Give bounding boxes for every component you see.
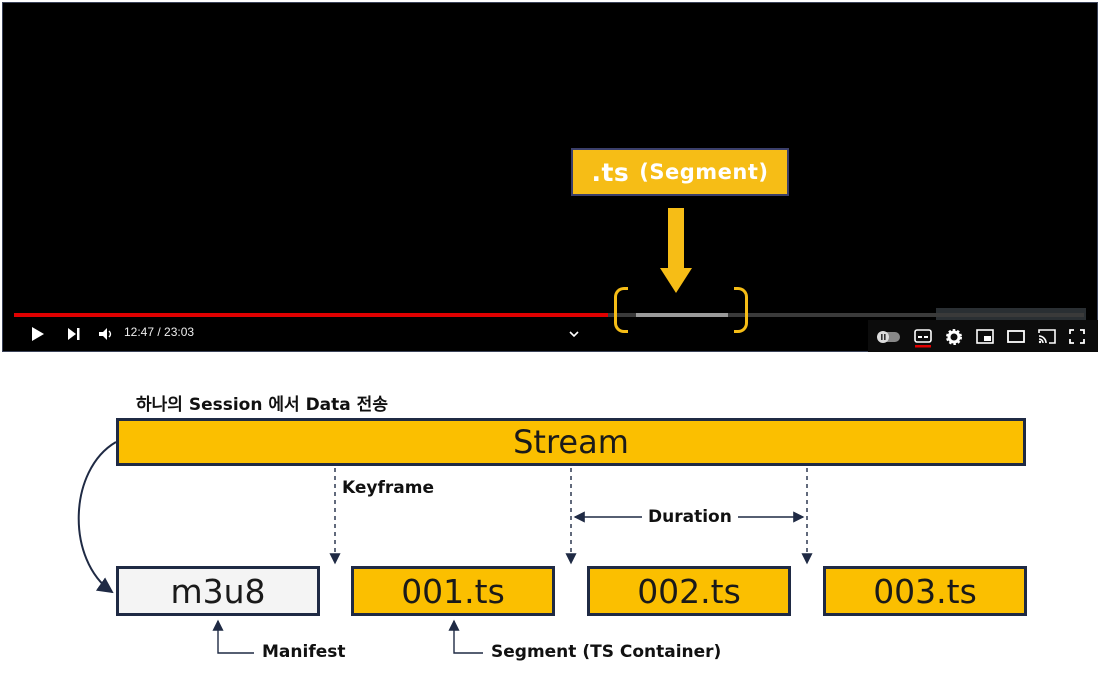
miniplayer-icon[interactable]	[976, 329, 994, 344]
cast-icon[interactable]	[1038, 329, 1056, 344]
next-icon	[68, 328, 80, 340]
keyframe-label: Keyframe	[342, 478, 434, 498]
video-player[interactable]	[2, 2, 1098, 352]
subtitles-icon[interactable]	[914, 329, 932, 348]
segment-pointer	[448, 619, 483, 654]
ts-segment-callout: .ts (Segment)	[571, 148, 789, 196]
chevron-down-icon	[569, 331, 579, 338]
segment-box-label: 002.ts	[637, 571, 741, 611]
manifest-pointer	[212, 619, 254, 654]
fullscreen-icon[interactable]	[1069, 329, 1085, 344]
autoplay-toggle[interactable]	[877, 331, 900, 343]
chapter-chevron-button[interactable]	[566, 323, 582, 345]
manifest-box: m3u8	[116, 566, 320, 616]
callout-sub: (Segment)	[639, 160, 769, 184]
segment-box-label: 003.ts	[873, 571, 977, 611]
theater-icon[interactable]	[1007, 330, 1025, 343]
progress-buffer	[636, 313, 728, 317]
stream-label: Stream	[513, 423, 629, 461]
stream-bar: Stream	[116, 418, 1026, 466]
session-caption: 하나의 Session 에서 Data 전송	[136, 395, 388, 415]
right-controls	[868, 320, 1098, 352]
segment-bracket-left	[614, 287, 628, 333]
duration-label: Duration	[644, 507, 736, 527]
manifest-box-label: m3u8	[170, 571, 266, 611]
time-display: 12:47 / 23:03	[124, 325, 195, 339]
right-controls-icons	[877, 329, 1085, 348]
stream-to-manifest-arrow	[77, 441, 117, 594]
segment-box-003: 003.ts	[823, 566, 1027, 616]
gear-icon[interactable]	[946, 329, 962, 345]
mute-button[interactable]	[94, 323, 116, 345]
segment-bracket-right	[734, 287, 748, 333]
segment-label: Segment (TS Container)	[491, 642, 722, 662]
progress-played	[14, 313, 608, 317]
manifest-label: Manifest	[262, 642, 346, 662]
segment-box-002: 002.ts	[587, 566, 791, 616]
segment-box-001: 001.ts	[351, 566, 555, 616]
callout-down-arrow	[660, 208, 692, 293]
play-button[interactable]	[26, 323, 48, 345]
play-icon	[32, 327, 44, 341]
callout-arrow-layer	[660, 208, 692, 293]
callout-main: .ts	[591, 157, 630, 187]
segment-box-label: 001.ts	[401, 571, 505, 611]
volume-icon	[99, 328, 112, 340]
next-button[interactable]	[62, 323, 84, 345]
